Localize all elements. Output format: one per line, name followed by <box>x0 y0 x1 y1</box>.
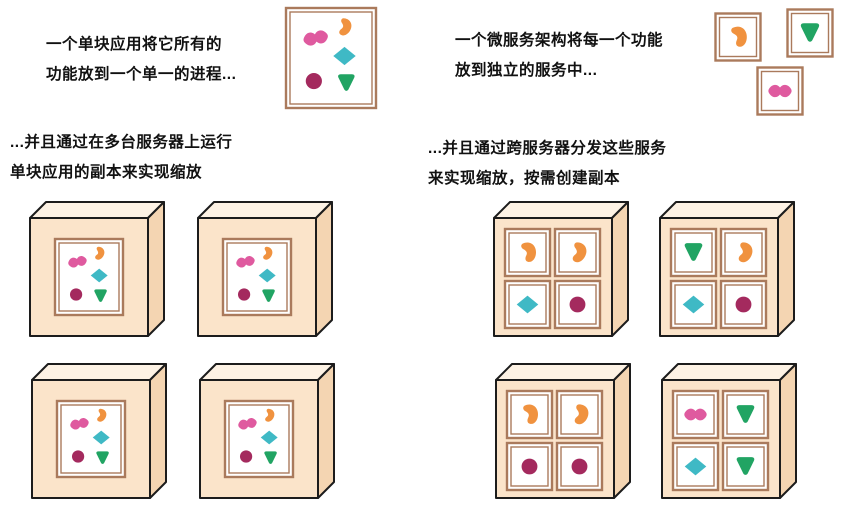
orange-blob <box>263 246 273 260</box>
orange-blob <box>521 242 536 262</box>
monolith-scaling-text: ...并且通过在多台服务器上运行 单块应用的副本来实现缩放 <box>10 128 232 188</box>
service-box-orange <box>714 12 762 62</box>
green-triangle <box>94 289 107 302</box>
green-triangle <box>736 457 755 475</box>
maroon-circle <box>735 296 752 313</box>
monolith-server-4 <box>198 362 338 502</box>
service-box-green <box>786 8 834 58</box>
pink-blob <box>684 408 707 421</box>
maroon-circle <box>71 450 85 463</box>
pink-blob <box>68 256 87 268</box>
maroon-circle <box>521 458 538 475</box>
text-line: 放到独立的服务中... <box>455 62 598 79</box>
orange-blob <box>523 404 538 424</box>
text-line: 一个微服务架构将每一个功能 <box>455 32 664 49</box>
green-triangle <box>264 451 277 464</box>
green-triangle <box>96 451 109 464</box>
micro-server-4 <box>660 362 800 502</box>
pink-blob <box>236 256 255 268</box>
pink-blob <box>238 418 257 430</box>
orange-blob <box>731 26 747 47</box>
pink-blob <box>70 418 89 430</box>
maroon-circle <box>237 288 251 301</box>
micro-server-1 <box>492 200 632 340</box>
text-line: 功能放到一个单一的进程... <box>46 66 237 83</box>
green-triangle <box>736 405 755 423</box>
microservices-scaling-text: ...并且通过跨服务器分发这些服务 来实现缩放，按需创建副本 <box>428 134 666 194</box>
teal-diamond <box>333 46 356 66</box>
monolith-server-3 <box>30 362 170 502</box>
maroon-circle <box>569 296 586 313</box>
green-triangle <box>262 289 275 302</box>
pink-blob <box>303 30 328 46</box>
pink-blob <box>768 84 792 98</box>
orange-blob <box>572 242 587 263</box>
orange-blob <box>97 408 107 422</box>
monolith-server-1 <box>28 200 168 340</box>
text-line: 单块应用的副本来实现缩放 <box>10 164 203 181</box>
maroon-circle <box>305 72 322 90</box>
microservices-intro-text: 一个微服务架构将每一个功能 放到独立的服务中... <box>455 26 663 86</box>
orange-blob <box>265 408 275 422</box>
micro-server-2 <box>658 200 798 340</box>
maroon-circle <box>571 458 588 475</box>
text-line: 一个单块应用将它所有的 <box>46 36 223 53</box>
maroon-circle <box>239 450 253 463</box>
orange-blob <box>574 404 589 425</box>
orange-blob <box>738 242 753 263</box>
monolith-server-2 <box>196 200 336 340</box>
text-line: ...并且通过跨服务器分发这些服务 <box>428 140 667 157</box>
green-triangle <box>684 243 703 261</box>
service-box-pink <box>756 66 804 116</box>
monolith-intro-text: 一个单块应用将它所有的 功能放到一个单一的进程... <box>46 30 236 90</box>
orange-blob <box>95 246 105 260</box>
text-line: ...并且通过在多台服务器上运行 <box>10 134 233 151</box>
micro-server-3 <box>494 362 634 502</box>
text-line: 来实现缩放，按需创建副本 <box>428 170 621 187</box>
green-triangle <box>800 23 820 42</box>
green-triangle <box>338 74 355 91</box>
monolith-box <box>284 6 378 110</box>
orange-blob <box>339 18 352 36</box>
maroon-circle <box>69 288 83 301</box>
